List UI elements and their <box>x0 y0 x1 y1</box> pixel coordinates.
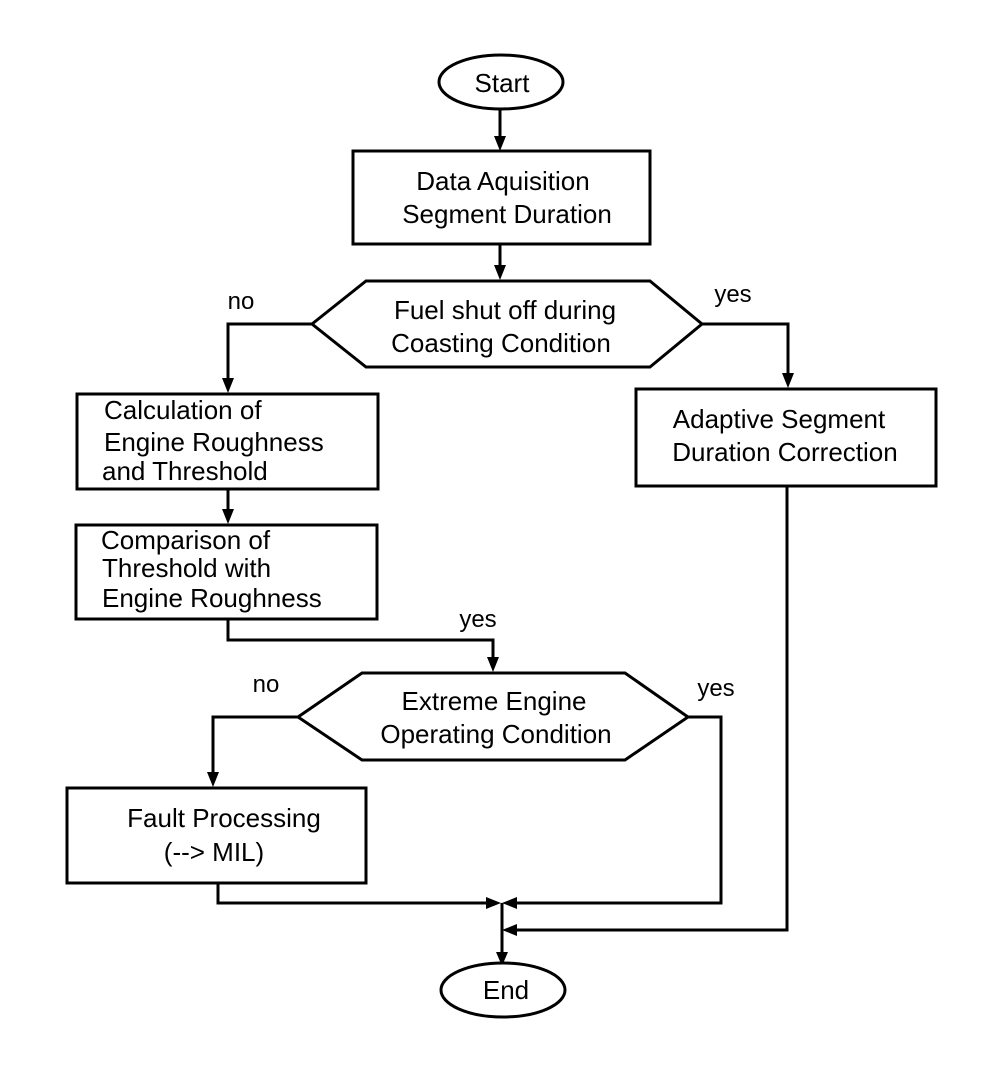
node-fuel-shutoff: Fuel shut off during Coasting Condition <box>309 279 705 369</box>
arrowhead-end <box>496 952 508 966</box>
data-acquisition-line-1: Data Aquisition <box>416 166 589 196</box>
comparison-line-3: Engine Roughness <box>102 583 322 613</box>
end-terminal-shape <box>439 961 567 1019</box>
arrowhead-merge-left <box>486 897 501 909</box>
start-terminal-shape <box>437 53 565 111</box>
start-label: Start <box>475 68 531 98</box>
edge-extreme-no-to-fault <box>211 715 298 776</box>
fault-processing-line-1: Fault Processing <box>127 803 321 833</box>
extreme-condition-line-1: Extreme Engine <box>402 686 587 716</box>
arrowhead-extreme <box>487 657 499 672</box>
node-adaptive-correction: Adaptive Segment Duration Correction <box>634 387 938 488</box>
arrowhead-fault <box>207 772 219 787</box>
arrowhead-data <box>494 136 506 151</box>
comparison-box <box>74 523 379 621</box>
arrowheads <box>207 136 794 966</box>
adaptive-correction-line-1: Adaptive Segment <box>673 404 886 434</box>
calculation-line-1: Calculation of <box>104 395 262 425</box>
node-calculation: Calculation of Engine Roughness and Thre… <box>75 392 380 491</box>
arrowhead-merge-adaptive <box>502 924 517 936</box>
fuel-yes-label: yes <box>714 281 751 308</box>
comparison-yes-label: yes <box>459 606 496 633</box>
node-extreme-condition: Extreme Engine Operating Condition <box>295 671 691 762</box>
extreme-condition-decision-shape <box>295 671 691 762</box>
fault-processing-line-2: (--> MIL) <box>164 837 264 867</box>
edge-labels: no yes yes no yes <box>228 281 752 702</box>
arrowhead-fuel <box>494 265 506 280</box>
edge-fuel-yes-to-adaptive <box>702 322 790 377</box>
adaptive-correction-box <box>634 387 938 488</box>
node-end: End <box>439 961 567 1019</box>
calculation-line-3: and Threshold <box>102 456 268 486</box>
fault-processing-box <box>65 786 368 885</box>
node-start: Start <box>437 53 565 111</box>
extreme-no-label: no <box>253 671 280 698</box>
arrowhead-comparison <box>222 509 234 524</box>
calculation-line-2: Engine Roughness <box>104 427 324 457</box>
node-data-acquisition: Data Aquisition Segment Duration <box>351 149 652 246</box>
arrowhead-calculation <box>222 378 234 393</box>
end-label: End <box>483 975 529 1005</box>
edge-fuel-no-to-calculation <box>226 322 312 382</box>
edge-comparison-to-extreme <box>226 619 495 661</box>
arrowhead-adaptive <box>782 373 794 388</box>
connectors <box>211 108 790 955</box>
edge-adaptive-to-merge <box>513 486 789 932</box>
edge-extreme-yes-to-merge <box>513 715 723 905</box>
extreme-yes-label: yes <box>697 675 734 702</box>
data-acquisition-box <box>351 149 652 246</box>
fuel-no-label: no <box>228 288 255 315</box>
calculation-box <box>75 392 380 491</box>
extreme-condition-line-2: Operating Condition <box>380 719 611 749</box>
node-fault-processing: Fault Processing (--> MIL) <box>65 786 368 885</box>
fuel-shutoff-line-2: Coasting Condition <box>391 328 611 358</box>
adaptive-correction-line-2: Duration Correction <box>672 437 897 467</box>
fuel-shutoff-decision-shape <box>309 279 705 369</box>
node-comparison: Comparison of Threshold with Engine Roug… <box>74 523 379 621</box>
comparison-line-2: Threshold with <box>102 553 271 583</box>
edge-fault-to-merge <box>216 883 489 905</box>
arrowhead-merge-right <box>502 897 517 909</box>
data-acquisition-line-2: Segment Duration <box>402 199 612 229</box>
fuel-shutoff-line-1: Fuel shut off during <box>394 295 616 325</box>
comparison-line-1: Comparison of <box>101 525 271 555</box>
